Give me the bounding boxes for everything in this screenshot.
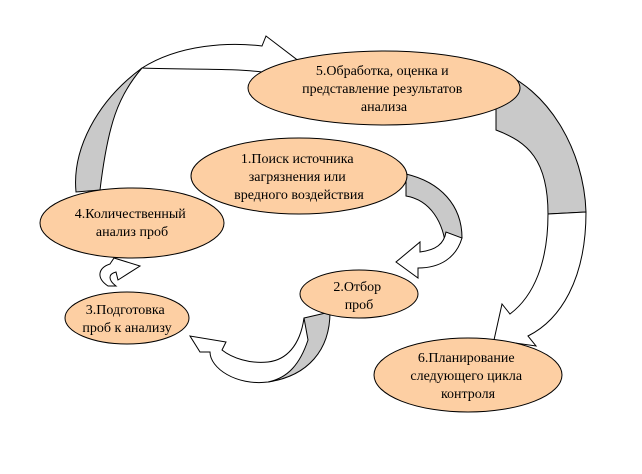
node-5-line-3: анализа <box>361 100 408 115</box>
node-4-line-2: анализ проб <box>96 225 168 240</box>
node-3-label: 3.Подготовка проб к анализу <box>82 303 171 336</box>
node-6: 6.Планирование следующего цикла контроля <box>373 337 563 413</box>
node-5: 5.Обработка, оценка и представление резу… <box>247 50 521 126</box>
node-3: 3.Подготовка проб к анализу <box>64 291 190 345</box>
node-3-line-1: 3.Подготовка <box>86 303 166 318</box>
arrow-2-to-3-body <box>188 317 309 384</box>
node-2-line-2: проб <box>345 298 374 313</box>
node-5-label: 5.Обработка, оценка и представление резу… <box>302 64 466 115</box>
node-2-label: 2.Отбор проб <box>333 280 384 313</box>
node-1-label: 1.Поиск источника загрязнения или вредно… <box>234 152 364 203</box>
node-5-line-2: представление результатов <box>302 82 463 97</box>
node-3-line-2: проб к анализу <box>82 321 171 336</box>
node-5-line-1: 5.Обработка, оценка и <box>316 64 449 79</box>
node-1-line-1: 1.Поиск источника <box>241 152 355 167</box>
node-1-line-2: загрязнения или <box>249 170 347 185</box>
node-6-shape <box>373 337 563 413</box>
arrow-4-to-5 <box>75 35 301 193</box>
node-3-shape <box>64 291 190 345</box>
node-4-line-1: 4.Количественный <box>75 207 187 222</box>
arrow-1-to-2-body <box>395 231 463 279</box>
node-6-label: 6.Планирование следующего цикла контроля <box>410 351 525 402</box>
arrow-2-to-3 <box>188 311 331 384</box>
node-1-shape <box>190 137 408 215</box>
node-1: 1.Поиск источника загрязнения или вредно… <box>190 137 408 215</box>
arrow-4-to-5-body <box>140 35 301 85</box>
node-5-shape <box>247 50 521 126</box>
node-6-line-1: 6.Планирование <box>418 351 515 366</box>
arrow-5-to-6-body <box>493 211 587 347</box>
arrow-4-to-5-shade <box>75 67 143 193</box>
arrow-5-to-6 <box>493 69 587 347</box>
node-4: 4.Количественный анализ проб <box>39 187 225 259</box>
node-4-shape <box>39 187 225 259</box>
node-2-line-1: 2.Отбор <box>333 280 381 295</box>
arrow-3-to-4 <box>99 257 142 287</box>
arrow-1-to-2 <box>395 173 463 279</box>
node-1-line-3: вредного воздействия <box>234 188 364 203</box>
node-4-label: 4.Количественный анализ проб <box>75 207 190 240</box>
node-2: 2.Отбор проб <box>299 269 419 319</box>
node-6-line-3: контроля <box>441 387 496 402</box>
node-6-line-2: следующего цикла <box>410 369 522 384</box>
arrow-3-to-4-body <box>99 257 142 287</box>
node-2-shape <box>299 269 419 319</box>
